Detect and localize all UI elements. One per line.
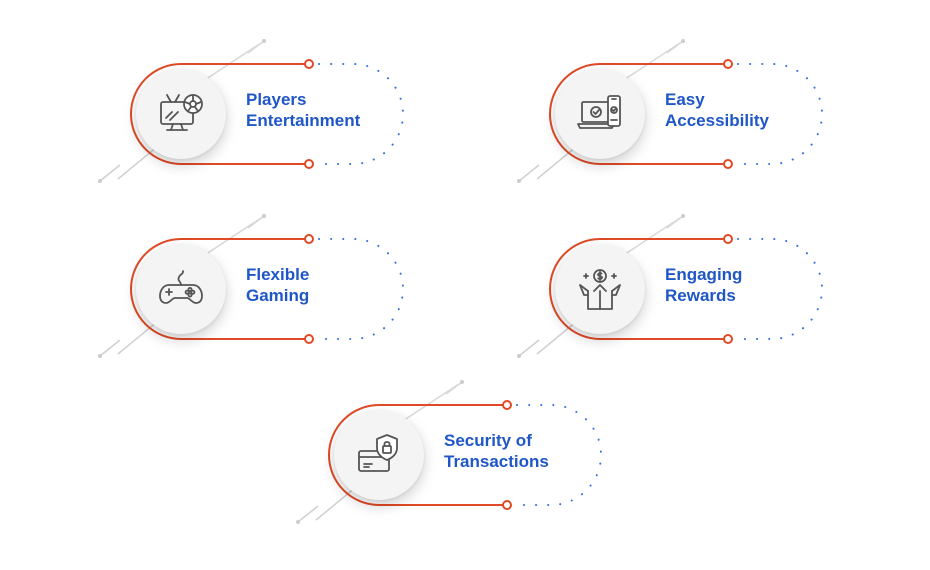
icon-circle <box>136 244 226 334</box>
label-line-1: Easy <box>665 90 705 109</box>
laptop-phone-check-icon <box>577 95 621 129</box>
feature-card-easy-accessibility: Easy Accessibility <box>517 39 847 183</box>
card-label: Security of Transactions <box>444 430 624 472</box>
label-line-1: Security of <box>444 431 532 450</box>
label-line-2: Rewards <box>665 286 736 305</box>
card-shield-lock-icon <box>358 434 398 472</box>
label-line-2: Gaming <box>246 286 310 305</box>
feature-card-engaging-rewards: Engaging Rewards <box>517 214 847 358</box>
label-line-1: Players <box>246 90 307 109</box>
card-label: Easy Accessibility <box>665 89 845 131</box>
card-label: Players Entertainment <box>246 89 426 131</box>
feature-card-players-entertainment: Players Entertainment <box>98 39 428 183</box>
icon-circle <box>555 69 645 159</box>
feature-card-security-of-transactions: Security of Transactions <box>296 380 626 524</box>
label-line-2: Transactions <box>444 452 549 471</box>
card-label: Flexible Gaming <box>246 264 426 306</box>
gift-box-dollar-icon <box>579 269 621 310</box>
label-line-1: Flexible <box>246 265 310 284</box>
feature-card-flexible-gaming: Flexible Gaming <box>98 214 428 358</box>
label-line-2: Entertainment <box>246 111 361 130</box>
tv-ball-icon <box>160 94 203 131</box>
label-line-2: Accessibility <box>665 111 769 130</box>
icon-circle <box>136 69 226 159</box>
icon-circle <box>555 244 645 334</box>
card-label: Engaging Rewards <box>665 264 845 306</box>
icon-circle <box>334 410 424 500</box>
label-line-1: Engaging <box>665 265 743 284</box>
gamepad-icon <box>159 270 203 304</box>
